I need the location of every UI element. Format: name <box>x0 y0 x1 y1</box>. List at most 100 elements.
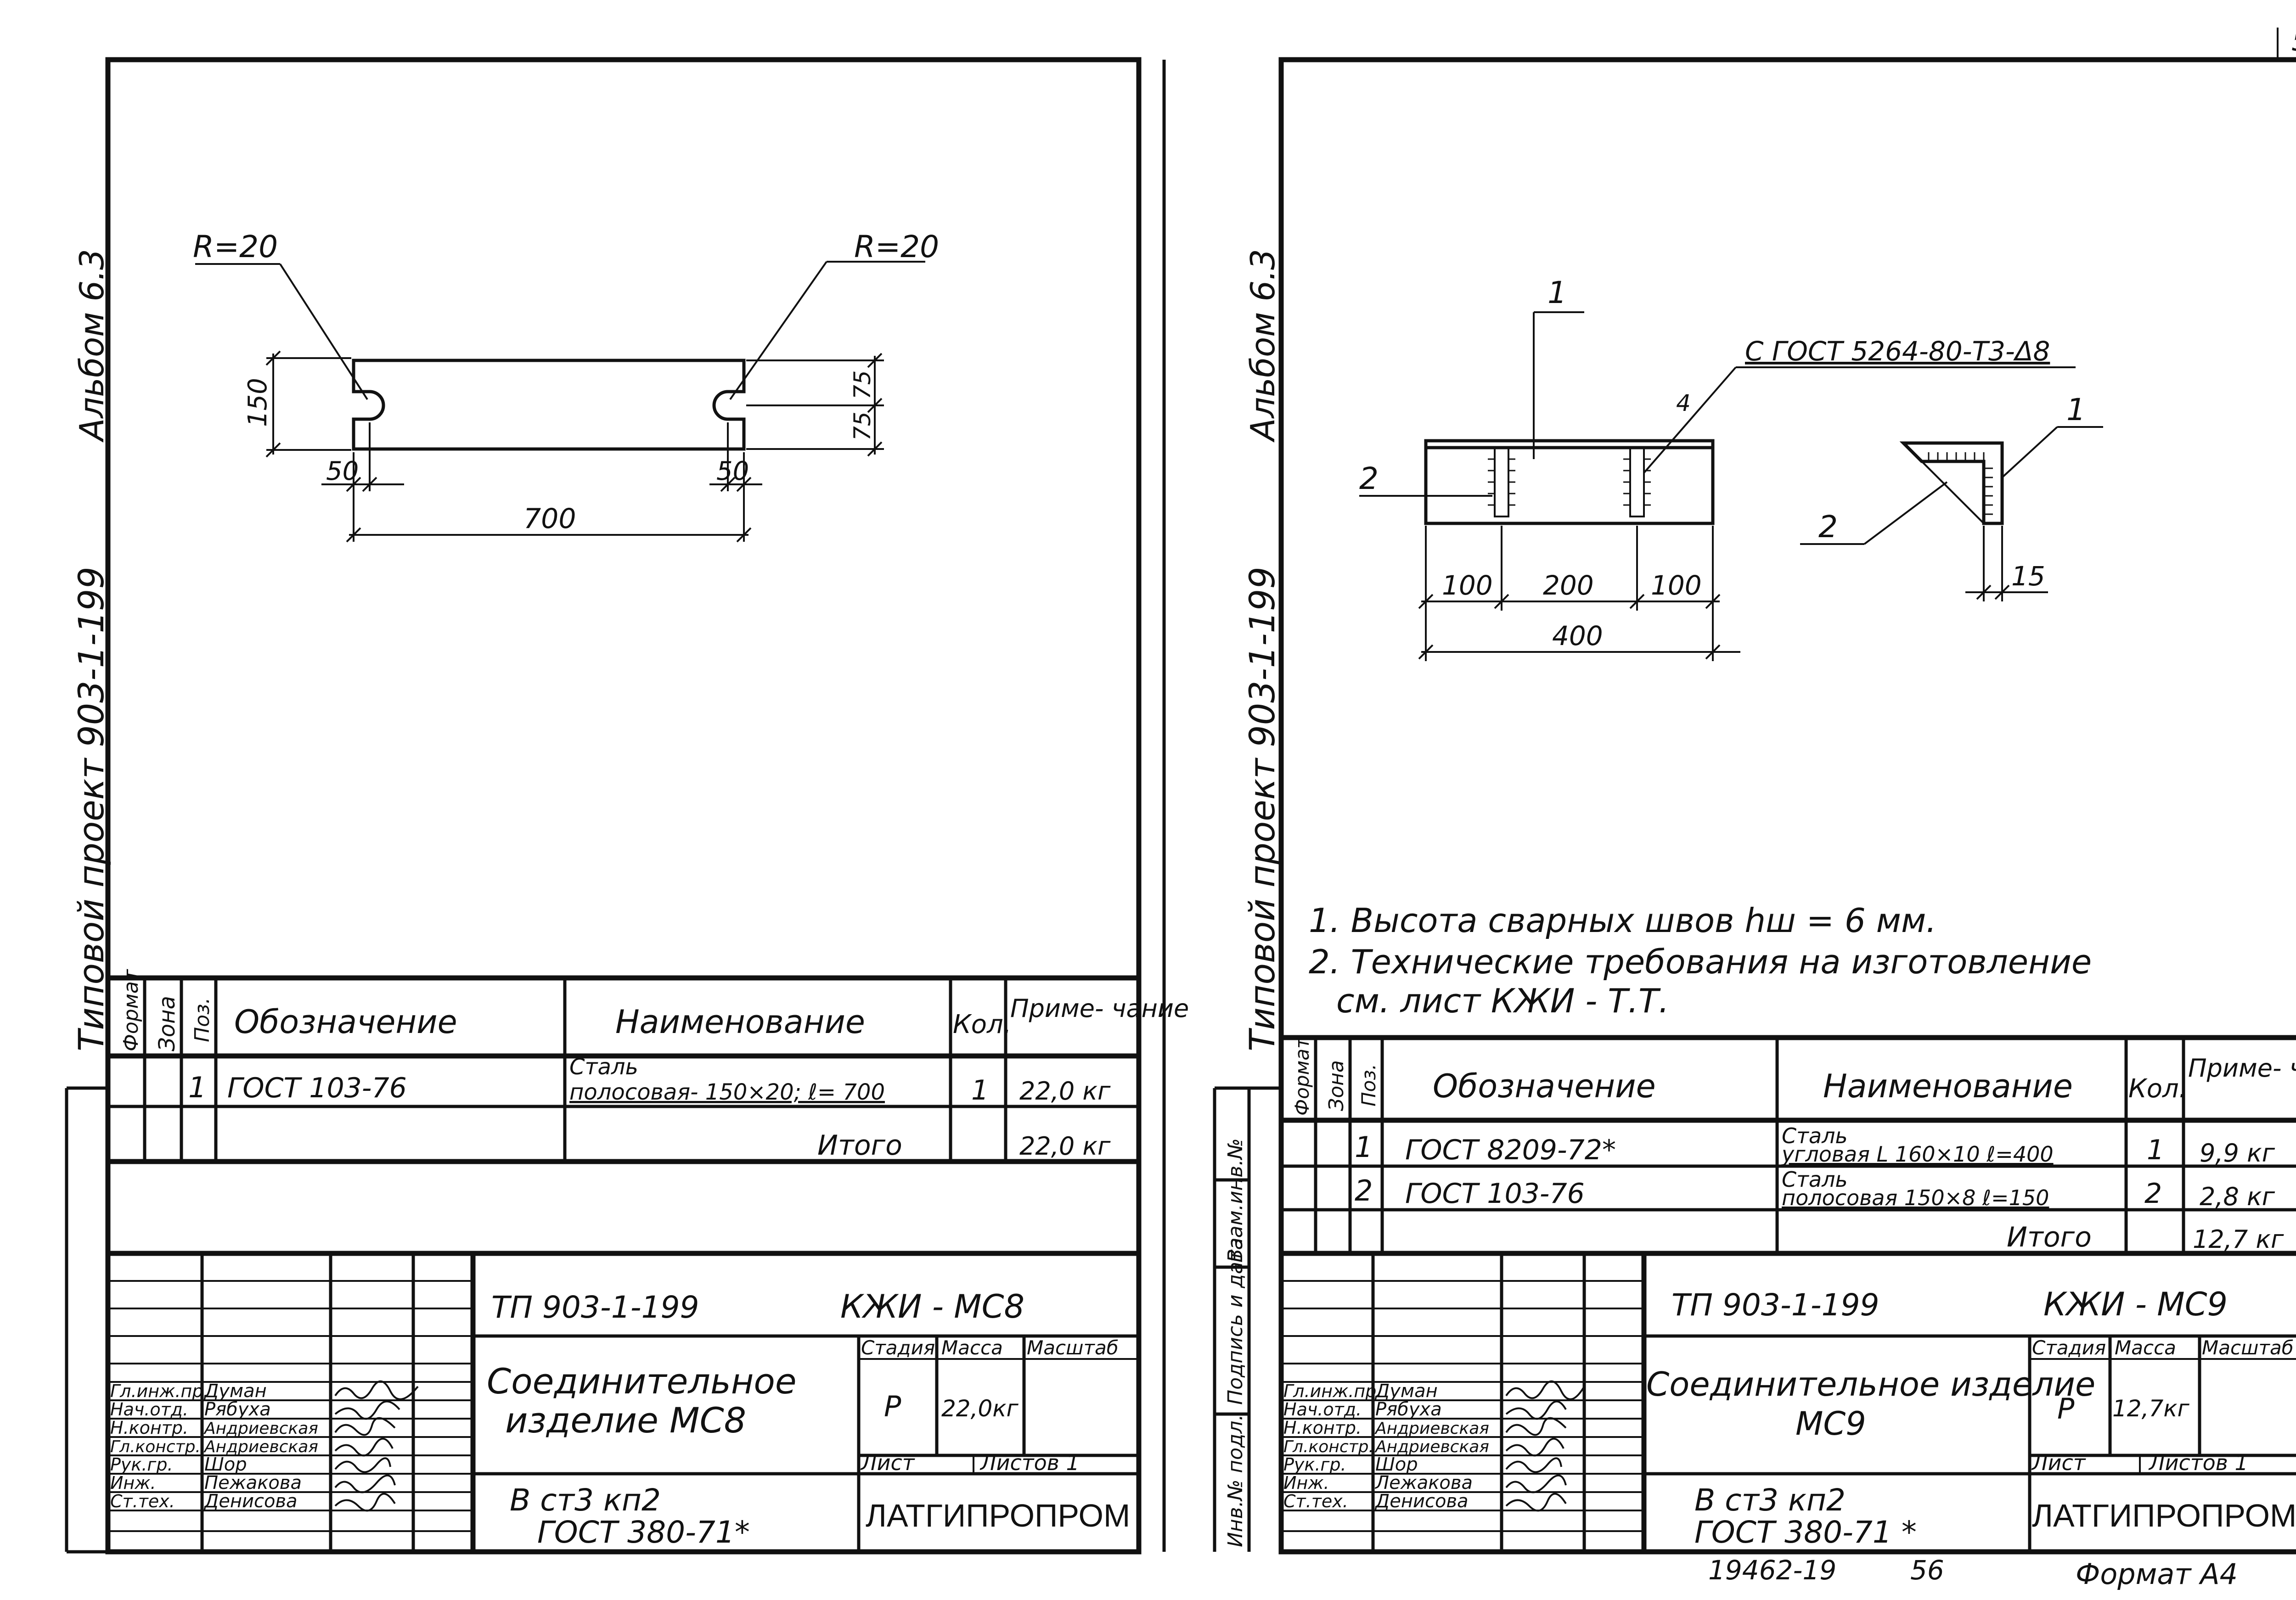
mc9-section-leader-1: 1 <box>2066 392 2086 427</box>
mc8-sheet-code: КЖИ - МС8 <box>840 1288 1024 1325</box>
mc9-role-3: Гл.констр. <box>1283 1437 1374 1456</box>
mc9-role-2: Н.контр. <box>1283 1418 1362 1438</box>
mc8-col-mass: Масса <box>941 1336 1003 1359</box>
mc8-total-label: Итого <box>817 1129 902 1162</box>
right-radius-label: R=20 <box>854 229 939 264</box>
mc9-dim-c: 100 <box>1651 570 1702 601</box>
mc8-org: ЛАТГИПРОПРОМ <box>866 1498 1130 1533</box>
mc8-row-designation: ГОСТ 103-76 <box>227 1072 407 1104</box>
mc9-weld-note: С ГОСТ 5264-80-Т3-Δ8 <box>1745 336 2050 367</box>
mc9-row1-name-2: угловая L 160×10 ℓ=400 <box>1781 1142 2054 1167</box>
mc9-name-0: Думан <box>1374 1381 1438 1402</box>
mc8-header-zone: Зона <box>154 996 180 1051</box>
mc8-header-name: Наименование <box>615 1003 865 1041</box>
mc8-role-3: Гл.констр. <box>110 1437 201 1456</box>
mc8-row-name-1: Сталь <box>569 1054 638 1080</box>
right-sheet: Инв.№ подл. Подпись и дата Взам.инв.№ Ал… <box>1213 57 2296 1591</box>
mc8-role-6: Ст.тех. <box>110 1491 175 1511</box>
mc9-role-6: Ст.тех. <box>1283 1491 1348 1511</box>
mc9-sheets-label: Листов 1 <box>2148 1450 2248 1475</box>
mc9-section-leader-2: 2 <box>1818 509 1838 545</box>
stamp-inv-no: Инв.№ подл. <box>1224 1414 1247 1547</box>
mc8-title-2: изделие МС8 <box>505 1400 746 1441</box>
mc9-row2-pos: 2 <box>1355 1174 1373 1207</box>
dim-right-bottom: 75 <box>849 411 876 441</box>
mc8-people: Гл.инж.пр. Думан Нач.отд. Рябуха Н.контр… <box>110 1381 318 1512</box>
mc9-mass: 12,7кг <box>2112 1395 2190 1422</box>
mc9-header-qty: Кол. <box>2128 1074 2187 1104</box>
mc9-role-5: Инж. <box>1283 1473 1329 1493</box>
mc8-spec-table: Формат Зона Поз. Обозначение Наименовани… <box>108 969 1189 1164</box>
mc9-note-3: см. лист КЖИ - Т.Т. <box>1336 982 1669 1020</box>
mc9-header-name: Наименование <box>1823 1067 2073 1105</box>
mc8-material-2: ГОСТ 380-71* <box>537 1515 750 1550</box>
mc9-sheet-code: КЖИ - МС9 <box>2043 1286 2228 1323</box>
page-number: 55 <box>2291 24 2296 57</box>
mc8-plate-drawing: R=20 R=20 150 75 75 50 <box>193 229 939 543</box>
mc9-name-1: Рябуха <box>1375 1399 1442 1420</box>
mc9-row2-qty: 2 <box>2144 1178 2162 1210</box>
left-radius-label: R=20 <box>193 229 278 264</box>
mc8-row-pos: 1 <box>188 1071 206 1104</box>
mc9-sheet-label: Лист <box>2031 1450 2086 1475</box>
mc8-header-pos: Поз. <box>191 998 214 1042</box>
mc9-title-block: ТП 903-1-199 КЖИ - МС9 Соединительное из… <box>1281 1253 2296 1552</box>
mc8-title-1: Соединительное <box>487 1361 797 1402</box>
mc9-row1-pos: 1 <box>1355 1130 1373 1164</box>
mc8-total-value: 22,0 кг <box>1019 1132 1111 1161</box>
mc9-row2-name-2: полосовая 150×8 ℓ=150 <box>1782 1185 2049 1210</box>
left-side-album: Альбом 6.3 <box>73 249 111 443</box>
mc9-signatures <box>1505 1380 1585 1512</box>
mc9-people: Гл.инж.пр. Думан Нач.отд. Рябуха Н.контр… <box>1283 1381 1489 1512</box>
mc9-name-5: Лежакова <box>1374 1472 1473 1493</box>
mc9-role-0: Гл.инж.пр. <box>1283 1381 1382 1401</box>
mc8-role-1: Нач.отд. <box>110 1399 188 1420</box>
mc8-header-note-text: Приме- чание <box>1010 994 1189 1023</box>
dim-height: 150 <box>243 378 273 427</box>
mc9-note-2: 2. Технические требования на изготовлени… <box>1309 943 2092 981</box>
mc9-role-4: Рук.гр. <box>1283 1454 1346 1475</box>
mc9-dim-b: 200 <box>1543 570 1594 601</box>
mc9-angle-drawing: 1 4 С ГОСТ 5264-80-Т3-Δ8 2 100 200 100 <box>1359 275 2103 661</box>
mc9-notes: 1. Высота сварных швов hш = 6 мм. 2. Тех… <box>1309 901 2092 1020</box>
dim-length: 700 <box>523 503 576 535</box>
mc8-role-2: Н.контр. <box>110 1418 188 1438</box>
mc8-role-5: Инж. <box>110 1473 156 1493</box>
mc9-row2-name-1: Сталь <box>1782 1167 1848 1192</box>
left-sheet: Альбом 6.3 Типовой проект 903-1-199 R=20… <box>65 57 1189 1555</box>
mc9-row2-note: 2,8 кг <box>2200 1182 2275 1211</box>
mc8-name-3: Андриевская <box>203 1437 318 1456</box>
mc8-name-1: Рябуха <box>204 1399 271 1420</box>
mc9-note-1: 1. Высота сварных швов hш = 6 мм. <box>1309 901 1936 940</box>
mc8-col-stage: Стадия <box>861 1336 935 1359</box>
mc9-header-designation: Обозначение <box>1433 1067 1656 1105</box>
left-side-project: Типовой проект 903-1-199 <box>71 567 112 1051</box>
format-label: Формат А4 <box>2076 1557 2238 1591</box>
mc9-total-label: Итого <box>2007 1221 2092 1253</box>
mc8-sheet-label: Лист <box>860 1450 915 1475</box>
mc9-row1-name-1: Сталь <box>1782 1123 1848 1148</box>
mc8-col-scale: Масштаб <box>1027 1336 1119 1359</box>
mc9-header-pos: Поз. <box>1357 1064 1380 1106</box>
mc8-row-name-2: полосовая- 150×20; ℓ= 700 <box>569 1079 885 1105</box>
mc9-name-2: Андриевская <box>1374 1419 1489 1438</box>
mc9-section-dim: 15 <box>2011 561 2045 592</box>
mc8-header-designation: Обозначение <box>234 1003 457 1041</box>
mc9-dim-total: 400 <box>1552 620 1603 651</box>
mc8-title-block: ТП 903-1-199 КЖИ - МС8 Соединительное из… <box>108 1251 1139 1552</box>
mc9-stage: Р <box>2057 1392 2075 1426</box>
mc9-col-scale: Масштаб <box>2202 1336 2294 1359</box>
mc8-name-6: Денисова <box>203 1491 298 1512</box>
mc9-title-1: Соединительное изделие <box>1646 1365 2095 1404</box>
mc9-row1-designation: ГОСТ 8209-72* <box>1405 1134 1616 1166</box>
stamp-replace-inv: Взам.инв.№ <box>1224 1138 1247 1263</box>
bottom-number: 56 <box>1910 1555 1944 1586</box>
dim-slot-right: 50 <box>716 456 749 486</box>
bottom-code: 19462-19 <box>1708 1555 1836 1586</box>
mc9-name-4: Шор <box>1375 1454 1418 1475</box>
mc9-row2-designation: ГОСТ 103-76 <box>1405 1178 1585 1210</box>
mc8-signatures <box>334 1380 419 1512</box>
mc9-spec-table: Формат Зона Поз. Обозначение Наименовани… <box>1281 1035 2296 1256</box>
mc8-header-note: Приме- чание <box>1010 994 1189 1023</box>
